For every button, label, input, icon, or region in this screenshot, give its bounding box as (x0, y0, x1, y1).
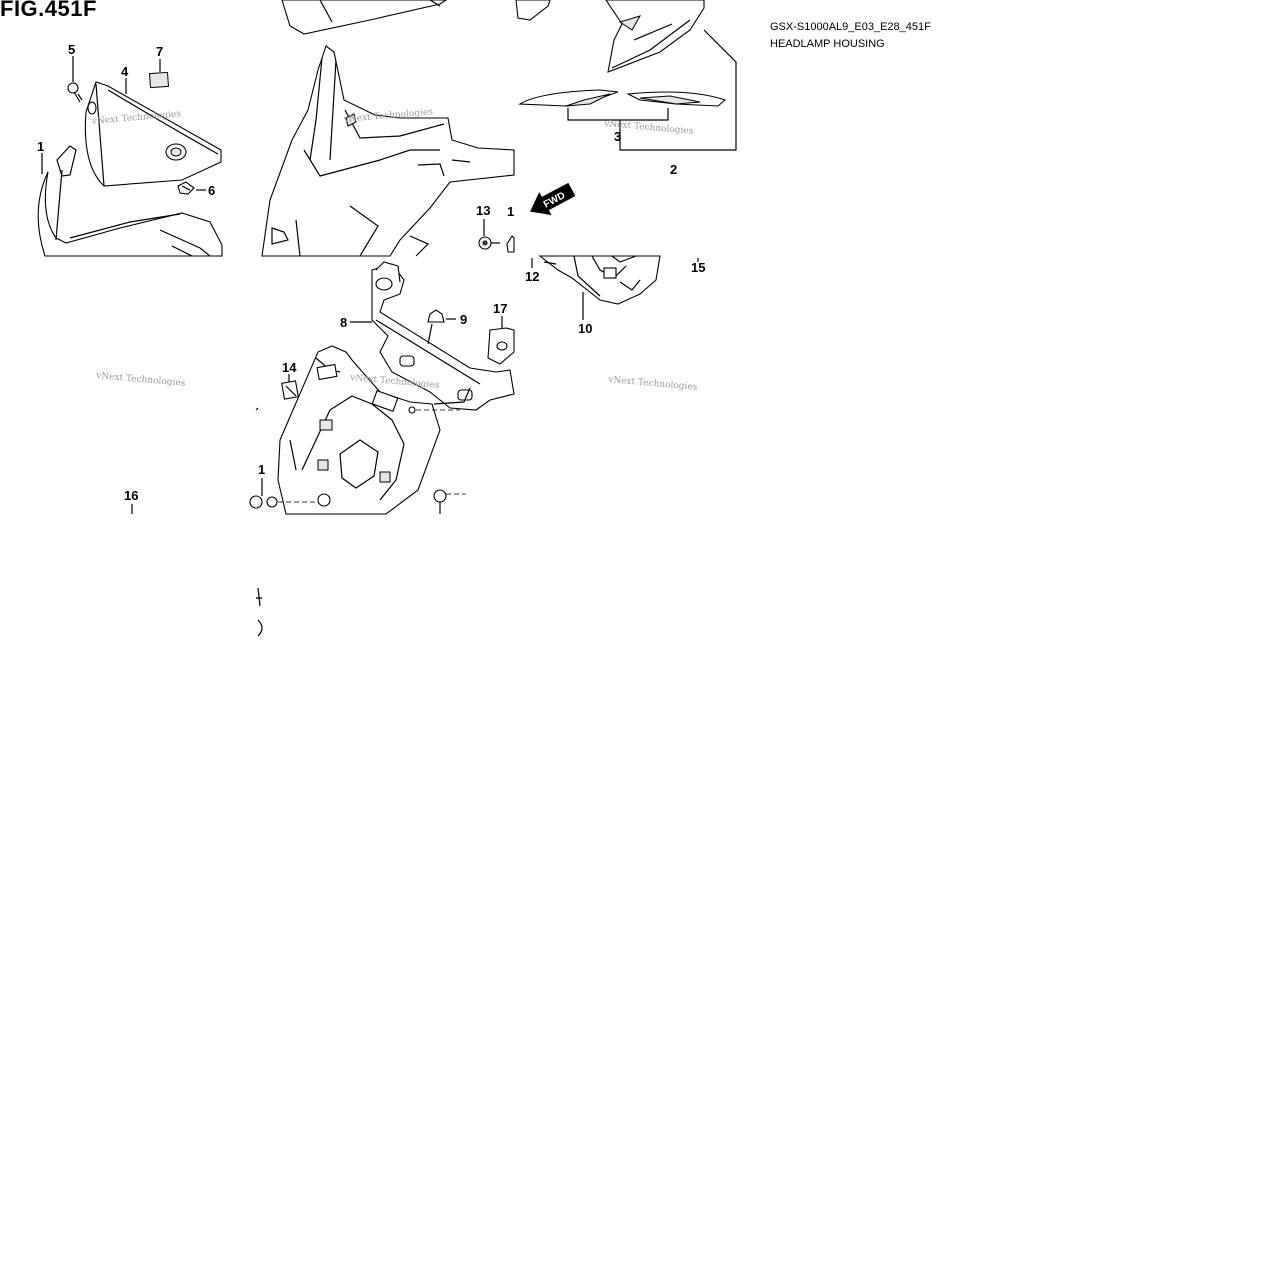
panel-mounting-bracket (531, 255, 699, 320)
part-8-stay (371, 263, 515, 411)
cowl-main (261, 45, 515, 257)
part-14-nut (281, 374, 299, 400)
fwd-label: FWD (542, 190, 567, 210)
part-4-cover (84, 81, 222, 187)
part-3-decal-left (518, 89, 619, 107)
callout-1-lower: 1 (258, 462, 265, 477)
callout-6: 6 (208, 183, 215, 198)
inner-panel-body (277, 345, 441, 515)
part-6-clip (177, 181, 195, 195)
callout-1: 1 (37, 139, 44, 154)
callout-2: 2 (670, 162, 677, 177)
part-13-screw-lower (433, 489, 466, 514)
callout-13: 13 (476, 203, 490, 218)
callout-5: 5 (68, 42, 75, 57)
panel-housing-cover (37, 56, 223, 257)
figure-code: GSX-S1000AL9_E03_E28_451F (770, 21, 931, 33)
callout-3: 3 (614, 129, 621, 144)
panel-side-cowl (261, 0, 515, 257)
fwd-direction-arrow: FWD (530, 182, 576, 215)
callout-labels: 5 7 4 1 6 3 2 13 1 12 15 10 8 9 17 14 1 … (37, 42, 705, 514)
part-1-grommet-lower (249, 478, 320, 509)
callout-4: 4 (121, 64, 129, 79)
callout-15: 15 (691, 260, 705, 275)
part-1-housing (37, 171, 223, 257)
callout-16: 16 (124, 488, 138, 503)
figure-name: HEADLAMP HOUSING (770, 38, 885, 50)
panel-decals: FWD (478, 0, 737, 253)
part-10-bracket (538, 255, 661, 305)
watermark: vNext Technologies (95, 371, 186, 389)
screen-fragment (605, 0, 705, 73)
panel-3-fragment (515, 0, 551, 21)
callout-14: 14 (282, 360, 297, 375)
part-1-clip-fragment (506, 235, 515, 253)
cowl-upper-fragment (281, 0, 447, 35)
panel-inner-stay (249, 261, 515, 637)
callout-7: 7 (156, 44, 163, 59)
part-13-screw (478, 219, 500, 250)
watermark: vNext Technologies (607, 375, 698, 393)
part-7-label (148, 71, 170, 89)
callout-1-right: 1 (507, 204, 514, 219)
part-5-screw (67, 82, 83, 103)
part-9-grommet (427, 309, 456, 345)
figure-title: FIG.451F (0, 0, 97, 21)
callout-10: 10 (578, 321, 592, 336)
callout-12: 12 (525, 269, 539, 284)
callout-8: 8 (340, 315, 347, 330)
callout-9: 9 (460, 312, 467, 327)
callout-17: 17 (493, 301, 507, 316)
